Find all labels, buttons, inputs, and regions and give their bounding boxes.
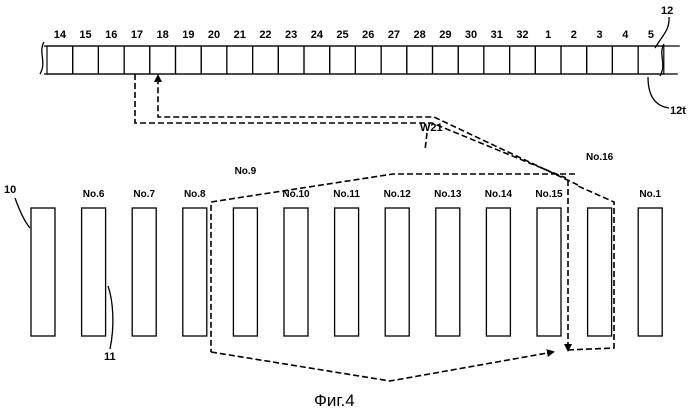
tape-cell (612, 46, 638, 74)
cassette-slot (385, 208, 409, 336)
tape-cell-number: 32 (516, 29, 528, 41)
tape-cell (73, 46, 99, 74)
slot-label: No.16 (586, 152, 614, 163)
tape-cell (304, 46, 330, 74)
route-upper-left (211, 174, 575, 352)
tape-cell (638, 46, 664, 74)
cassette-slot (284, 208, 308, 336)
tape-cell-number: 2 (571, 29, 577, 41)
cassette-slot (436, 208, 460, 336)
tape-cell (150, 46, 176, 74)
tape-end-leader (648, 77, 669, 108)
tape-cell (124, 46, 150, 74)
tape-ref-leader (655, 17, 669, 48)
tape-numbers: 1415161718192021222324252627282930313212… (54, 29, 654, 41)
tape-ref-label: 12 (661, 5, 673, 17)
tape-cell (253, 46, 279, 74)
tape-end-label: 12t (670, 105, 686, 117)
route-cross-right (568, 186, 614, 350)
tape-cell (484, 46, 510, 74)
tape-cell-number: 14 (54, 29, 67, 41)
tape-cell-number: 16 (105, 29, 117, 41)
tape-cell-number: 19 (182, 29, 194, 41)
route-lower-left (211, 352, 553, 381)
tape-cell-number: 18 (157, 29, 169, 41)
tape-cell (201, 46, 227, 74)
cassette-slot (537, 208, 561, 336)
cassette-slot (335, 208, 359, 336)
cassette-slot (82, 208, 106, 336)
tape-cell (47, 46, 73, 74)
slot-ref-label: 11 (104, 351, 116, 363)
cassette-slot (588, 208, 612, 336)
tape-cell-number: 15 (79, 29, 91, 41)
cassette-slot-labels: No.6 No.7 No.8 No.9No.10 No.11 No.12 No.13 No.1… (83, 152, 662, 200)
tape-cell (278, 46, 304, 74)
cassette-ref-label: 10 (4, 184, 16, 196)
tape-cell (510, 46, 536, 74)
slot-label: No.10 (282, 189, 310, 200)
tape-cell-number: 1 (545, 29, 551, 41)
tape-cell (381, 46, 407, 74)
slot-label: No.1 (639, 189, 661, 200)
slot-label: No.6 (83, 189, 105, 200)
tape-cell (433, 46, 459, 74)
tape-cell-number: 17 (131, 29, 143, 41)
tape-cell (535, 46, 561, 74)
tape-cell-number: 23 (285, 29, 297, 41)
transfer-label: W21 (420, 122, 443, 134)
tape-cell-number: 28 (414, 29, 426, 41)
figure-caption: Фиг.4 (314, 391, 355, 410)
tape-left-break (40, 42, 44, 74)
transfer-label-leader (425, 133, 427, 150)
tape-cell-number: 21 (234, 29, 246, 41)
tape-cell-number: 24 (311, 29, 324, 41)
tape-cell (587, 46, 613, 74)
tape-cell-number: 29 (439, 29, 451, 41)
tape-cell-number: 31 (491, 29, 503, 41)
tape-cells (44, 46, 680, 74)
transfer-path-return (158, 76, 578, 185)
cassette-slot (233, 208, 257, 336)
tape-cell (407, 46, 433, 74)
slot-label: No.8 (184, 189, 206, 200)
tape-cell-number: 26 (362, 29, 374, 41)
tape-cell (227, 46, 253, 74)
tape-cell-number: 20 (208, 29, 220, 41)
slot-label: No.15 (535, 189, 563, 200)
slot-label: No.9 (235, 166, 257, 177)
cassette-slot (31, 208, 55, 336)
tape-cell-number: 25 (336, 29, 348, 41)
tape-cell-number: 22 (259, 29, 271, 41)
tape-cell-number: 4 (622, 29, 629, 41)
cassette-slot (486, 208, 510, 336)
slot-label: No.13 (434, 189, 462, 200)
cassette-slot (132, 208, 156, 336)
slot-label: No.12 (384, 189, 412, 200)
cassette-slot (638, 208, 662, 336)
slot-label: No.7 (133, 189, 155, 200)
slot-label: No.11 (333, 189, 360, 200)
tape-cell (355, 46, 381, 74)
slot-label: No.14 (485, 189, 513, 200)
tape-cell-number: 5 (648, 29, 654, 41)
tape-cell-number: 30 (465, 29, 477, 41)
tape-cell (458, 46, 484, 74)
cassette-slot (183, 208, 207, 336)
tape-cell (98, 46, 124, 74)
tape-cell-number: 3 (596, 29, 602, 41)
tape-cell-number: 27 (388, 29, 400, 41)
tape-strip (40, 42, 664, 76)
tape-cell (176, 46, 202, 74)
transfer-path-outbound (135, 74, 566, 178)
slot-ref-leader (108, 286, 113, 349)
cassette-ref-leader (15, 198, 30, 228)
tape-cell (561, 46, 587, 74)
tape-cell (330, 46, 356, 74)
